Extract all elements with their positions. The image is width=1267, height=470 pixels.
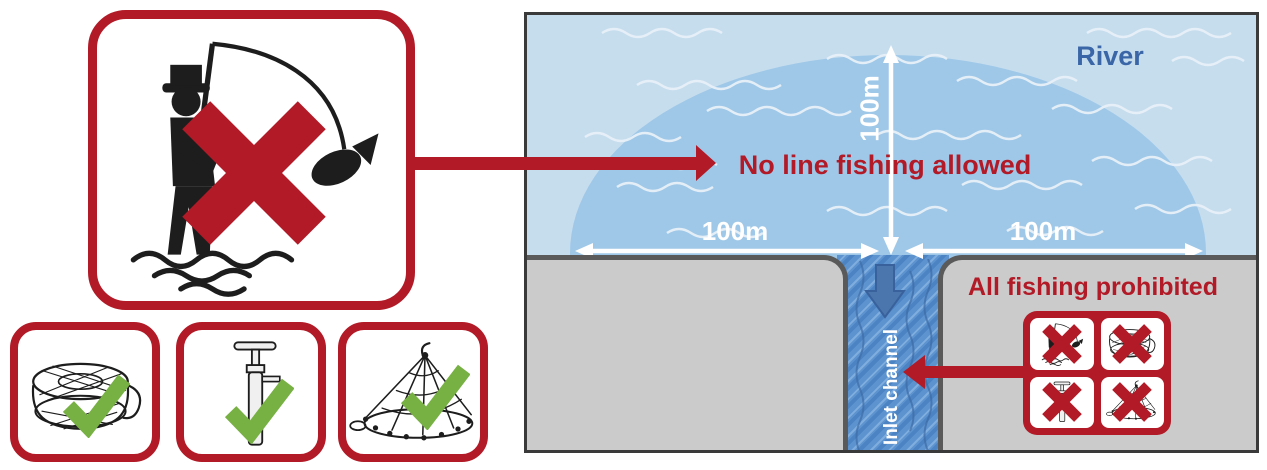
prohibited-methods-grid <box>1023 311 1171 435</box>
channel-flow-arrow <box>855 259 933 450</box>
prohibited-cross-icon <box>169 97 339 249</box>
no-line-fishing-arrow-head <box>696 145 716 181</box>
no-line-fishing-arrow <box>412 157 697 170</box>
inlet-channel-label: Inlet channel <box>881 328 902 446</box>
allowed-sign-cast-net <box>338 322 488 462</box>
allowed-check-icon <box>60 368 130 438</box>
measurement-arrows <box>575 45 1203 259</box>
measurement-100m-right: 100m <box>1009 216 1077 246</box>
all-fishing-prohibited-label: All fishing prohibited <box>968 273 1218 301</box>
prohibited-zone-arrow <box>923 366 1025 378</box>
flow-down-arrow-icon <box>864 264 906 319</box>
river-label: River <box>1076 41 1144 71</box>
zone-label: No line fishing allowed <box>738 150 1032 180</box>
prohibited-zone-arrow-head <box>903 355 925 389</box>
land-left-bank <box>527 255 848 450</box>
channel-ripple-lines <box>855 259 933 450</box>
allowed-sign-crab-pot <box>10 322 160 462</box>
allowed-check-icon <box>222 372 294 444</box>
measurement-100m-left: 100m <box>701 216 769 246</box>
prohibited-cross-icon <box>1110 323 1154 365</box>
allowed-sign-bait-pump <box>176 322 326 462</box>
prohibited-crab-pot-cell <box>1100 318 1164 370</box>
inlet-channel-diagram: River No line fishing allowed 100m 100m … <box>524 12 1259 453</box>
no-line-fishing-sign <box>88 10 415 310</box>
prohibited-line-fishing-cell <box>1030 318 1094 370</box>
prohibited-cross-icon <box>1040 323 1084 365</box>
measurement-100m-vertical: 100m <box>854 75 885 142</box>
prohibited-bait-pump-cell <box>1030 376 1094 428</box>
prohibited-cross-icon <box>1110 381 1154 423</box>
prohibited-cross-icon <box>1040 381 1084 423</box>
prohibited-cast-net-cell <box>1100 376 1164 428</box>
allowed-check-icon <box>398 358 470 430</box>
